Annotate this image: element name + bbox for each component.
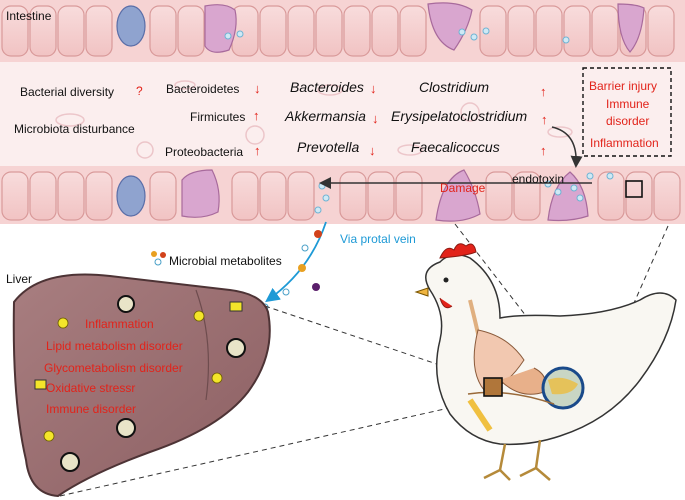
liver-effect-label: Glycometabolism disorder — [44, 361, 183, 375]
zoom-square — [625, 180, 643, 198]
up-arrow-icon: ↑ — [540, 143, 547, 158]
liver-effect-label: Immune disorder — [46, 402, 137, 416]
portal-vein-label: Via protal vein — [340, 232, 416, 246]
metabolite-dots — [151, 230, 322, 311]
genus-label: Prevotella — [297, 139, 360, 155]
up-arrow-icon: ↑ — [254, 143, 261, 158]
liver-particles — [34, 295, 246, 472]
up-arrow-icon: ↑ — [540, 84, 547, 99]
disorder-label: disorder — [606, 114, 650, 128]
phylum-label: Proteobacteria — [165, 145, 244, 159]
up-arrow-icon: ↑ — [541, 112, 548, 127]
endotoxin-label: endotoxin — [512, 172, 565, 186]
liver-zoom-square — [483, 377, 503, 397]
microbiota-disturbance-label: Microbiota disturbance — [14, 122, 135, 136]
down-arrow-icon: ↓ — [370, 81, 377, 96]
down-arrow-icon: ↓ — [372, 111, 379, 126]
genus-label: Akkermansia — [285, 108, 366, 124]
genus-label: Faecalicoccus — [411, 139, 500, 155]
intestinal-lumen — [0, 62, 685, 166]
genus-label: Erysipelatoclostridium — [391, 108, 528, 124]
goblet-cell — [181, 169, 220, 218]
up-arrow-icon: ↑ — [253, 108, 260, 123]
goblet-cell — [427, 2, 473, 51]
liver-effect-label: Inflammation — [85, 317, 154, 331]
damage-label: Damage — [440, 181, 486, 195]
inflammation-label: Inflammation — [590, 136, 659, 150]
goblet-cell — [204, 4, 237, 53]
curved-arrow — [551, 126, 583, 168]
top-epithelium — [0, 0, 685, 62]
liver-effect-label: Oxidative stressr — [46, 381, 136, 395]
bottom-epithelium — [0, 166, 685, 224]
intestine-label: Intestine — [6, 9, 52, 23]
genus-label: Clostridium — [419, 79, 490, 95]
immune-label: Immune — [606, 97, 650, 111]
immune-cell — [116, 175, 146, 217]
genus-label: Bacteroides — [290, 79, 364, 95]
chicken-illustration — [414, 243, 677, 481]
liver-label: Liver — [6, 272, 33, 286]
barrier-box-frame — [582, 67, 672, 157]
down-arrow-icon: ↓ — [369, 143, 376, 158]
liver-lobe-line — [195, 289, 210, 401]
phylum-label: Firmicutes — [190, 110, 246, 124]
bacterial-diversity-label: Bacterial diversity — [20, 85, 115, 99]
goblet-cell — [617, 3, 645, 53]
microbial-metabolites-label: Microbial metabolites — [169, 254, 282, 268]
immune-cell — [116, 5, 146, 47]
down-arrow-icon: ↓ — [254, 81, 261, 96]
liver-effect-label: Lipid metabolism disorder — [46, 339, 183, 353]
question-mark: ? — [136, 84, 143, 98]
phylum-label: Bacteroidetes — [166, 82, 240, 96]
lumen-microbes — [55, 80, 573, 159]
barrier-injury-label: Barrier injury — [589, 79, 658, 93]
